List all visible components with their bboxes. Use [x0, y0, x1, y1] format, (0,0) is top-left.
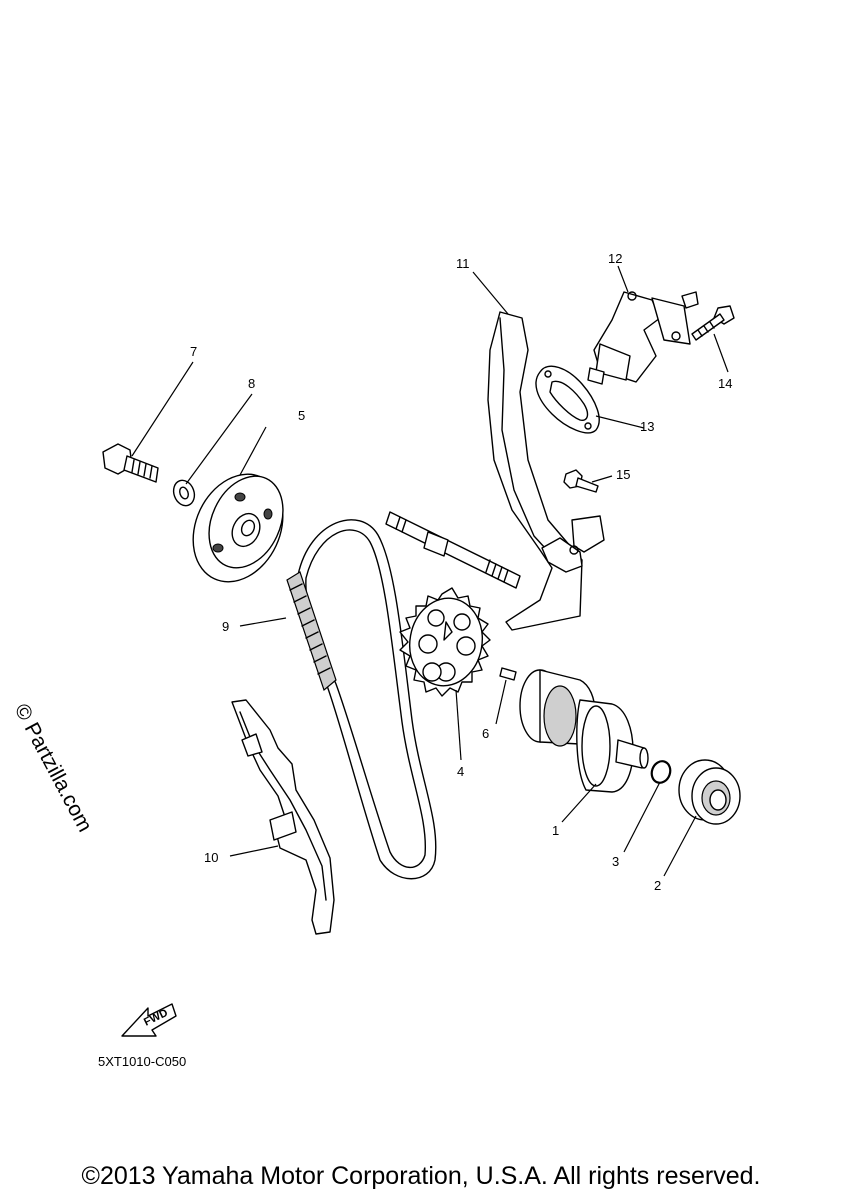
bolt-15	[563, 469, 599, 493]
bolt-14	[691, 305, 735, 341]
tensioner-12	[587, 291, 699, 385]
plate-5	[192, 473, 284, 583]
callout-10: 10	[204, 850, 218, 865]
callout-8: 8	[248, 376, 255, 391]
callout-2: 2	[654, 878, 661, 893]
callout-7: 7	[190, 344, 197, 359]
chain-guide-10	[231, 699, 335, 935]
callout-12: 12	[608, 251, 622, 266]
callout-1: 1	[552, 823, 559, 838]
callout-5: 5	[298, 408, 305, 423]
callout-4: 4	[457, 764, 464, 779]
leader-lines	[131, 265, 729, 877]
callout-11: 11	[456, 256, 470, 271]
chain-guide-11	[487, 311, 605, 631]
timing-chain-9	[286, 519, 437, 880]
callout-6: 6	[482, 726, 489, 741]
washer-8	[172, 479, 196, 507]
bolt-7	[102, 443, 159, 483]
callout-14: 14	[718, 376, 732, 391]
bearing-2	[678, 759, 741, 825]
pin-6	[499, 667, 517, 681]
sprocket-4	[399, 587, 491, 697]
fwd-arrow-icon: FWD	[121, 1003, 177, 1037]
callout-15: 15	[616, 467, 630, 482]
gasket-13	[535, 365, 600, 434]
callout-13: 13	[640, 419, 654, 434]
diagram-code: 5XT1010-C050	[98, 1054, 187, 1069]
o-ring-3	[650, 760, 672, 784]
camshaft-1	[519, 669, 649, 793]
callout-9: 9	[222, 619, 229, 634]
callout-3: 3	[612, 854, 619, 869]
copyright-notice: ©2013 Yamaha Motor Corporation, U.S.A. A…	[81, 1162, 761, 1190]
shaft	[385, 511, 521, 589]
